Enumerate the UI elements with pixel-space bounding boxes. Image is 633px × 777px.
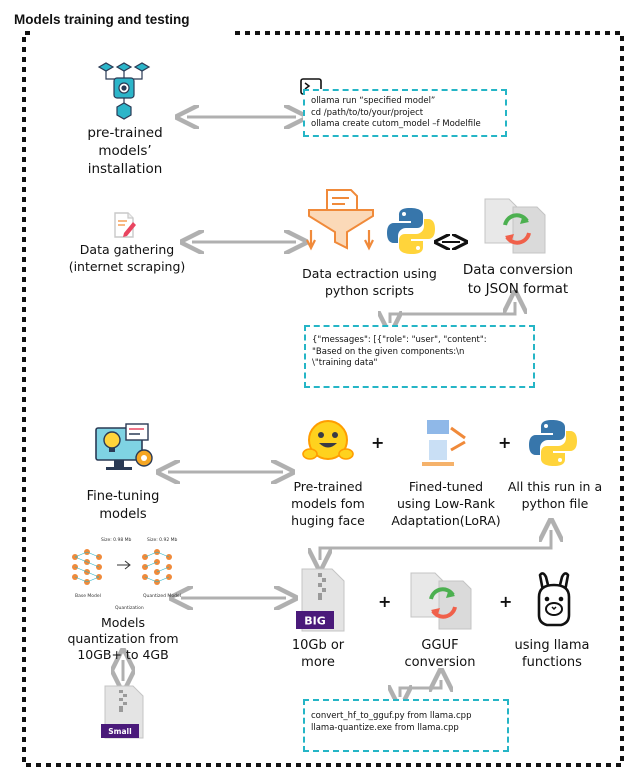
finetuning-computer-icon xyxy=(95,423,153,470)
lora-diagram-icon xyxy=(422,420,466,466)
quant-model-text: Quantized Model xyxy=(143,593,181,599)
network-install-icon xyxy=(97,62,151,120)
file-convert-icon xyxy=(484,198,546,254)
arrow-gguf-code xyxy=(400,680,441,697)
zip-small-icon: Small xyxy=(101,685,144,739)
json-code-box: {"messages": [{"role": "user", "content"… xyxy=(304,325,535,388)
small-badge-text: Small xyxy=(108,727,131,736)
funnel-extract-icon xyxy=(306,189,374,251)
big-badge-text: BIG xyxy=(304,615,326,628)
file-convert-icon xyxy=(410,572,472,630)
zip-big-icon: BIG xyxy=(296,568,345,632)
page-title: Models training and testing xyxy=(14,12,190,27)
quantization-caption: Quantization xyxy=(115,605,144,611)
size-left-text: Size: 0.98 Mb xyxy=(101,537,132,543)
huggingface-icon xyxy=(302,420,354,460)
document-edit-icon xyxy=(114,212,136,238)
ollama-llama-icon xyxy=(537,572,571,627)
plus-sign: + xyxy=(499,592,513,611)
gathering-label: Data gathering(internet scraping) xyxy=(68,242,186,274)
plus-sign: + xyxy=(498,433,512,452)
arrow-python-big xyxy=(320,530,551,560)
plus-sign: + xyxy=(378,592,392,611)
base-model-text: Base Model xyxy=(75,593,101,599)
python-icon xyxy=(387,208,435,254)
ollama-code-box: ollama run “specified model”cd /path/to/… xyxy=(303,89,507,137)
python-icon xyxy=(529,420,577,466)
arrow-json xyxy=(390,302,515,323)
quantization-figure: Size: 0.98 Mb Size: 0.92 Mb Base Model Q… xyxy=(72,537,181,611)
size-right-text: Size: 0.92 Mb xyxy=(147,537,178,543)
plus-sign: + xyxy=(371,433,385,452)
